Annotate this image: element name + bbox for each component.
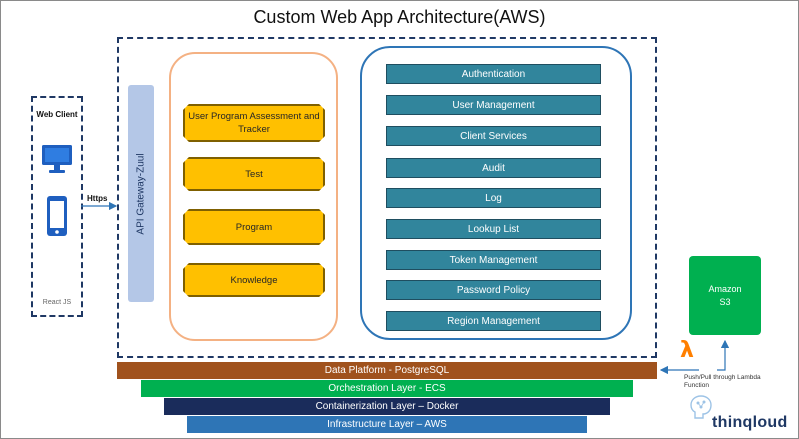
mobile-phone-icon (47, 196, 67, 236)
service-audit: Audit (386, 158, 601, 178)
layer-infrastructure: Infrastructure Layer – AWS (187, 416, 587, 433)
service-password-policy: Password Policy (386, 280, 601, 300)
module-program: Program (183, 209, 325, 245)
diagram-title: Custom Web App Architecture(AWS) (253, 7, 546, 27)
web-client-title: Web Client (36, 110, 78, 119)
application-boundary (117, 37, 657, 358)
service-authentication: Authentication (386, 64, 601, 84)
layer-data-platform: Data Platform - PostgreSQL (117, 362, 657, 379)
s3-sub: S3 (719, 296, 731, 307)
https-label: Https (87, 194, 108, 203)
amazon-s3-box: Amazon S3 (689, 256, 761, 335)
lambda-note: Push/Pull through Lambda Function (684, 374, 761, 389)
lambda-icon: λ (680, 338, 694, 363)
web-client-footer: React JS (42, 299, 72, 306)
brain-icon (690, 395, 712, 419)
service-client-services: Client Services (386, 126, 601, 146)
service-user-management: User Management (386, 95, 601, 115)
service-token-management: Token Management (386, 250, 601, 270)
lambda-to-s3-arrow (717, 339, 730, 371)
services-group (360, 46, 632, 340)
front-modules-group (169, 52, 338, 341)
module-knowledge: Knowledge (183, 263, 325, 297)
s3-name: Amazon (708, 283, 742, 294)
api-gateway-bar: API Gateway-Zuul (128, 85, 154, 302)
module-user-program-assessment: User Program Assessment and Tracker (183, 104, 325, 142)
layer-orchestration: Orchestration Layer - ECS (141, 380, 633, 397)
module-test: Test (183, 157, 325, 191)
desktop-monitor-icon (42, 145, 72, 173)
service-region-management: Region Management (386, 311, 601, 331)
layer-containerization: Containerization Layer – Docker (164, 398, 610, 415)
service-log: Log (386, 188, 601, 208)
service-lookup-list: Lookup List (386, 219, 601, 239)
brand-name: thinqloud (712, 414, 788, 431)
